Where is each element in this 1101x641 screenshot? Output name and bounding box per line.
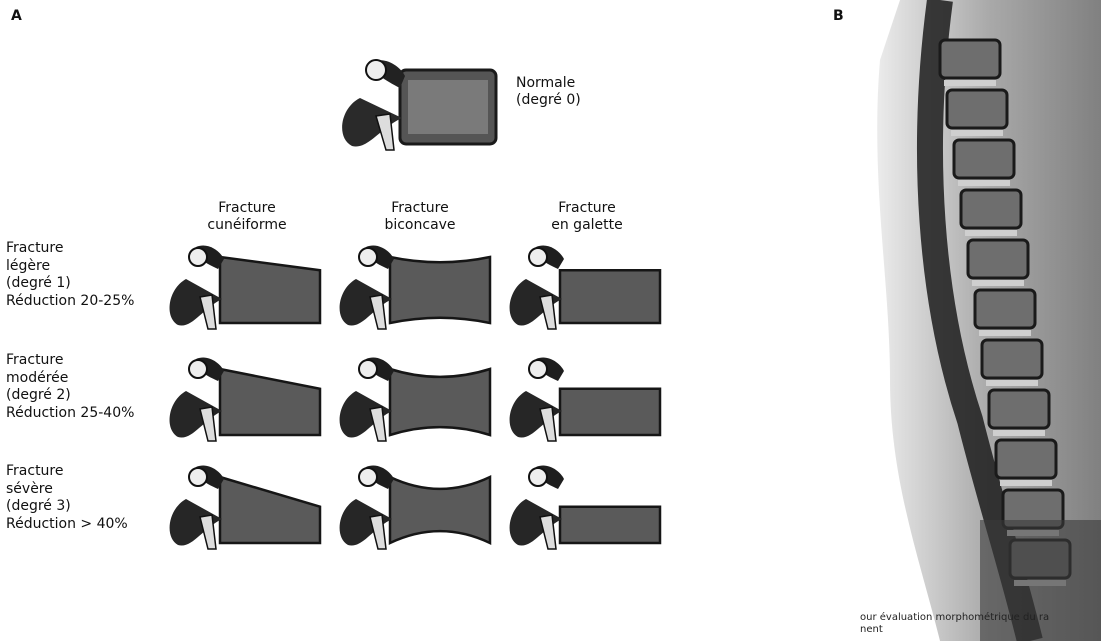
articular-process <box>359 360 377 378</box>
xray-disc-space <box>958 180 1010 186</box>
xray-caption: our évaluation morphométrique du ra nent <box>860 612 1049 636</box>
vertebra-normal-body <box>400 70 496 144</box>
xray-vertebral-body <box>996 440 1056 478</box>
xray-disc-space <box>1000 480 1052 486</box>
articular-process <box>189 468 207 486</box>
xray-vertebral-body <box>961 190 1021 228</box>
vertebra-biconcave-2 <box>330 357 500 447</box>
vertebra-crush-3 <box>500 465 670 555</box>
column-header-line1: Fracture <box>345 200 495 217</box>
articular-process <box>529 248 547 266</box>
panel-b-letter: B <box>833 8 844 24</box>
row-label-line: Fracture <box>6 352 134 370</box>
xray-disc-space <box>986 380 1038 386</box>
row-label-moderate: Fracture modérée (degré 2) Réduction 25-… <box>6 352 134 422</box>
column-header-line2: cunéiforme <box>172 217 322 234</box>
vertebra-biconcave-1 <box>330 245 500 335</box>
xray-disc-space <box>993 430 1045 436</box>
normal-label-line2: (degré 0) <box>516 92 581 109</box>
xray-vertebral-body <box>989 390 1049 428</box>
column-header-line2: biconcave <box>345 217 495 234</box>
vertebra-normal-arch <box>342 60 405 150</box>
column-header-cuneiform: Fracture cunéiforme <box>172 200 322 234</box>
vertebral-body <box>390 369 490 435</box>
row-label-severe: Fracture sévère (degré 3) Réduction > 40… <box>6 463 128 533</box>
vertebra-crush-2 <box>500 357 670 447</box>
vertebral-body <box>220 477 320 543</box>
row-label-line: Réduction 25-40% <box>6 405 134 423</box>
vertebra-wedge-1 <box>160 245 330 335</box>
vertebral-body <box>560 507 660 543</box>
articular-process <box>189 360 207 378</box>
column-header-crush: Fracture en galette <box>512 200 662 234</box>
row-label-mild: Fracture légère (degré 1) Réduction 20-2… <box>6 240 134 310</box>
panel-a-letter: A <box>11 8 22 24</box>
vertebral-body <box>560 389 660 435</box>
vertebral-body <box>390 257 490 323</box>
xray-caption-line2: nent <box>860 624 1049 636</box>
xray-image <box>860 0 1101 641</box>
normal-label-line1: Normale <box>516 75 575 92</box>
articular-process <box>359 468 377 486</box>
xray-disc-space <box>979 330 1031 336</box>
vertebral-body <box>220 369 320 435</box>
row-label-line: Fracture <box>6 463 128 481</box>
vertebral-body <box>560 270 660 323</box>
vertebra-biconcave-3 <box>330 465 500 555</box>
row-label-line: (degré 2) <box>6 387 134 405</box>
row-label-line: modérée <box>6 370 134 388</box>
xray-vertebral-body <box>947 90 1007 128</box>
vertebral-body <box>220 257 320 323</box>
column-header-line2: en galette <box>512 217 662 234</box>
row-label-line: (degré 1) <box>6 275 134 293</box>
vertebra-wedge-3 <box>160 465 330 555</box>
row-label-line: Fracture <box>6 240 134 258</box>
xray-disc-space <box>951 130 1003 136</box>
xray-disc-space <box>965 230 1017 236</box>
row-label-line: sévère <box>6 481 128 499</box>
xray-disc-space <box>944 80 996 86</box>
articular-process <box>359 248 377 266</box>
articular-process <box>529 360 547 378</box>
vertebral-body <box>390 477 490 543</box>
row-label-line: légère <box>6 258 134 276</box>
column-header-biconcave: Fracture biconcave <box>345 200 495 234</box>
row-label-line: Réduction 20-25% <box>6 293 134 311</box>
column-header-line1: Fracture <box>512 200 662 217</box>
xray-vertebral-body <box>975 290 1035 328</box>
xray-vertebral-body <box>968 240 1028 278</box>
xray-vertebral-body <box>954 140 1014 178</box>
articular-process <box>529 468 547 486</box>
vertebra-normal <box>330 58 510 153</box>
vertebra-wedge-2 <box>160 357 330 447</box>
column-header-line1: Fracture <box>172 200 322 217</box>
xray-disc-space <box>972 280 1024 286</box>
row-label-line: Réduction > 40% <box>6 516 128 534</box>
row-label-line: (degré 3) <box>6 498 128 516</box>
xray-caption-line1: our évaluation morphométrique du ra <box>860 612 1049 624</box>
xray-vertebral-body <box>940 40 1000 78</box>
articular-process <box>189 248 207 266</box>
vertebra-crush-1 <box>500 245 670 335</box>
xray-vertebral-body <box>982 340 1042 378</box>
